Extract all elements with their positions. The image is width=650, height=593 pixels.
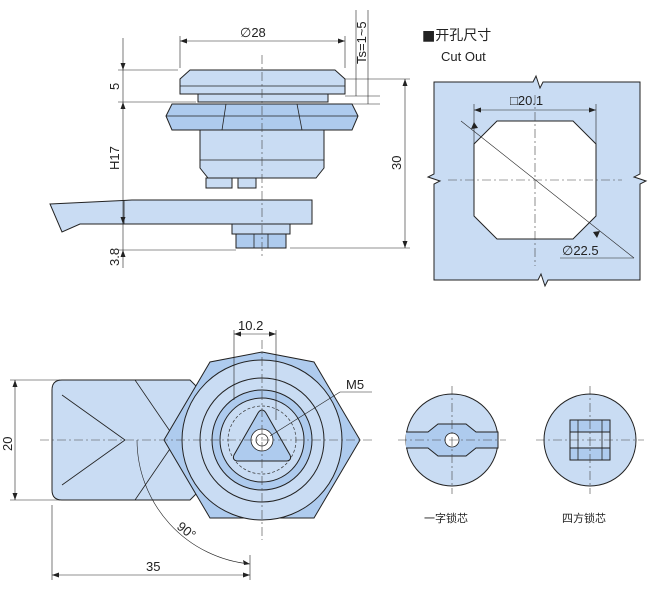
dim-h17: H17 <box>107 146 122 170</box>
dim-90-deg: 90° <box>174 519 199 543</box>
square-core: 四方锁芯 <box>536 386 644 525</box>
dim-panel-thickness: Ts=1~5 <box>354 21 369 64</box>
dim-35: 35 <box>146 559 160 574</box>
square-core-label: 四方锁芯 <box>562 511 606 525</box>
dim-diameter-22-5: ∅22.5 <box>562 243 599 258</box>
dim-diameter-28: ∅28 <box>240 25 266 40</box>
dim-5: 5 <box>107 83 122 90</box>
cutout-view: ■开孔尺寸 Cut Out ∅22.5 □20.1 <box>422 28 648 288</box>
dim-3-8: 3.8 <box>107 248 122 266</box>
dim-m5: M5 <box>346 377 364 392</box>
cutout-title-cn: ■开孔尺寸 <box>422 28 491 44</box>
front-view: 10.2 M5 20 90° 35 <box>0 318 375 580</box>
slot-core: 一字锁芯 <box>398 386 506 525</box>
lock-cap <box>179 69 346 95</box>
dim-square-20-1: □20.1 <box>510 93 543 108</box>
cutout-title-en: Cut Out <box>441 49 486 64</box>
side-view: ∅28 Ts=1~5 5 H17 3.8 30 <box>49 10 410 268</box>
dim-10-2: 10.2 <box>238 318 263 333</box>
dim-20: 20 <box>0 437 15 451</box>
slot-core-label: 一字锁芯 <box>424 511 468 525</box>
dim-30: 30 <box>389 156 404 170</box>
